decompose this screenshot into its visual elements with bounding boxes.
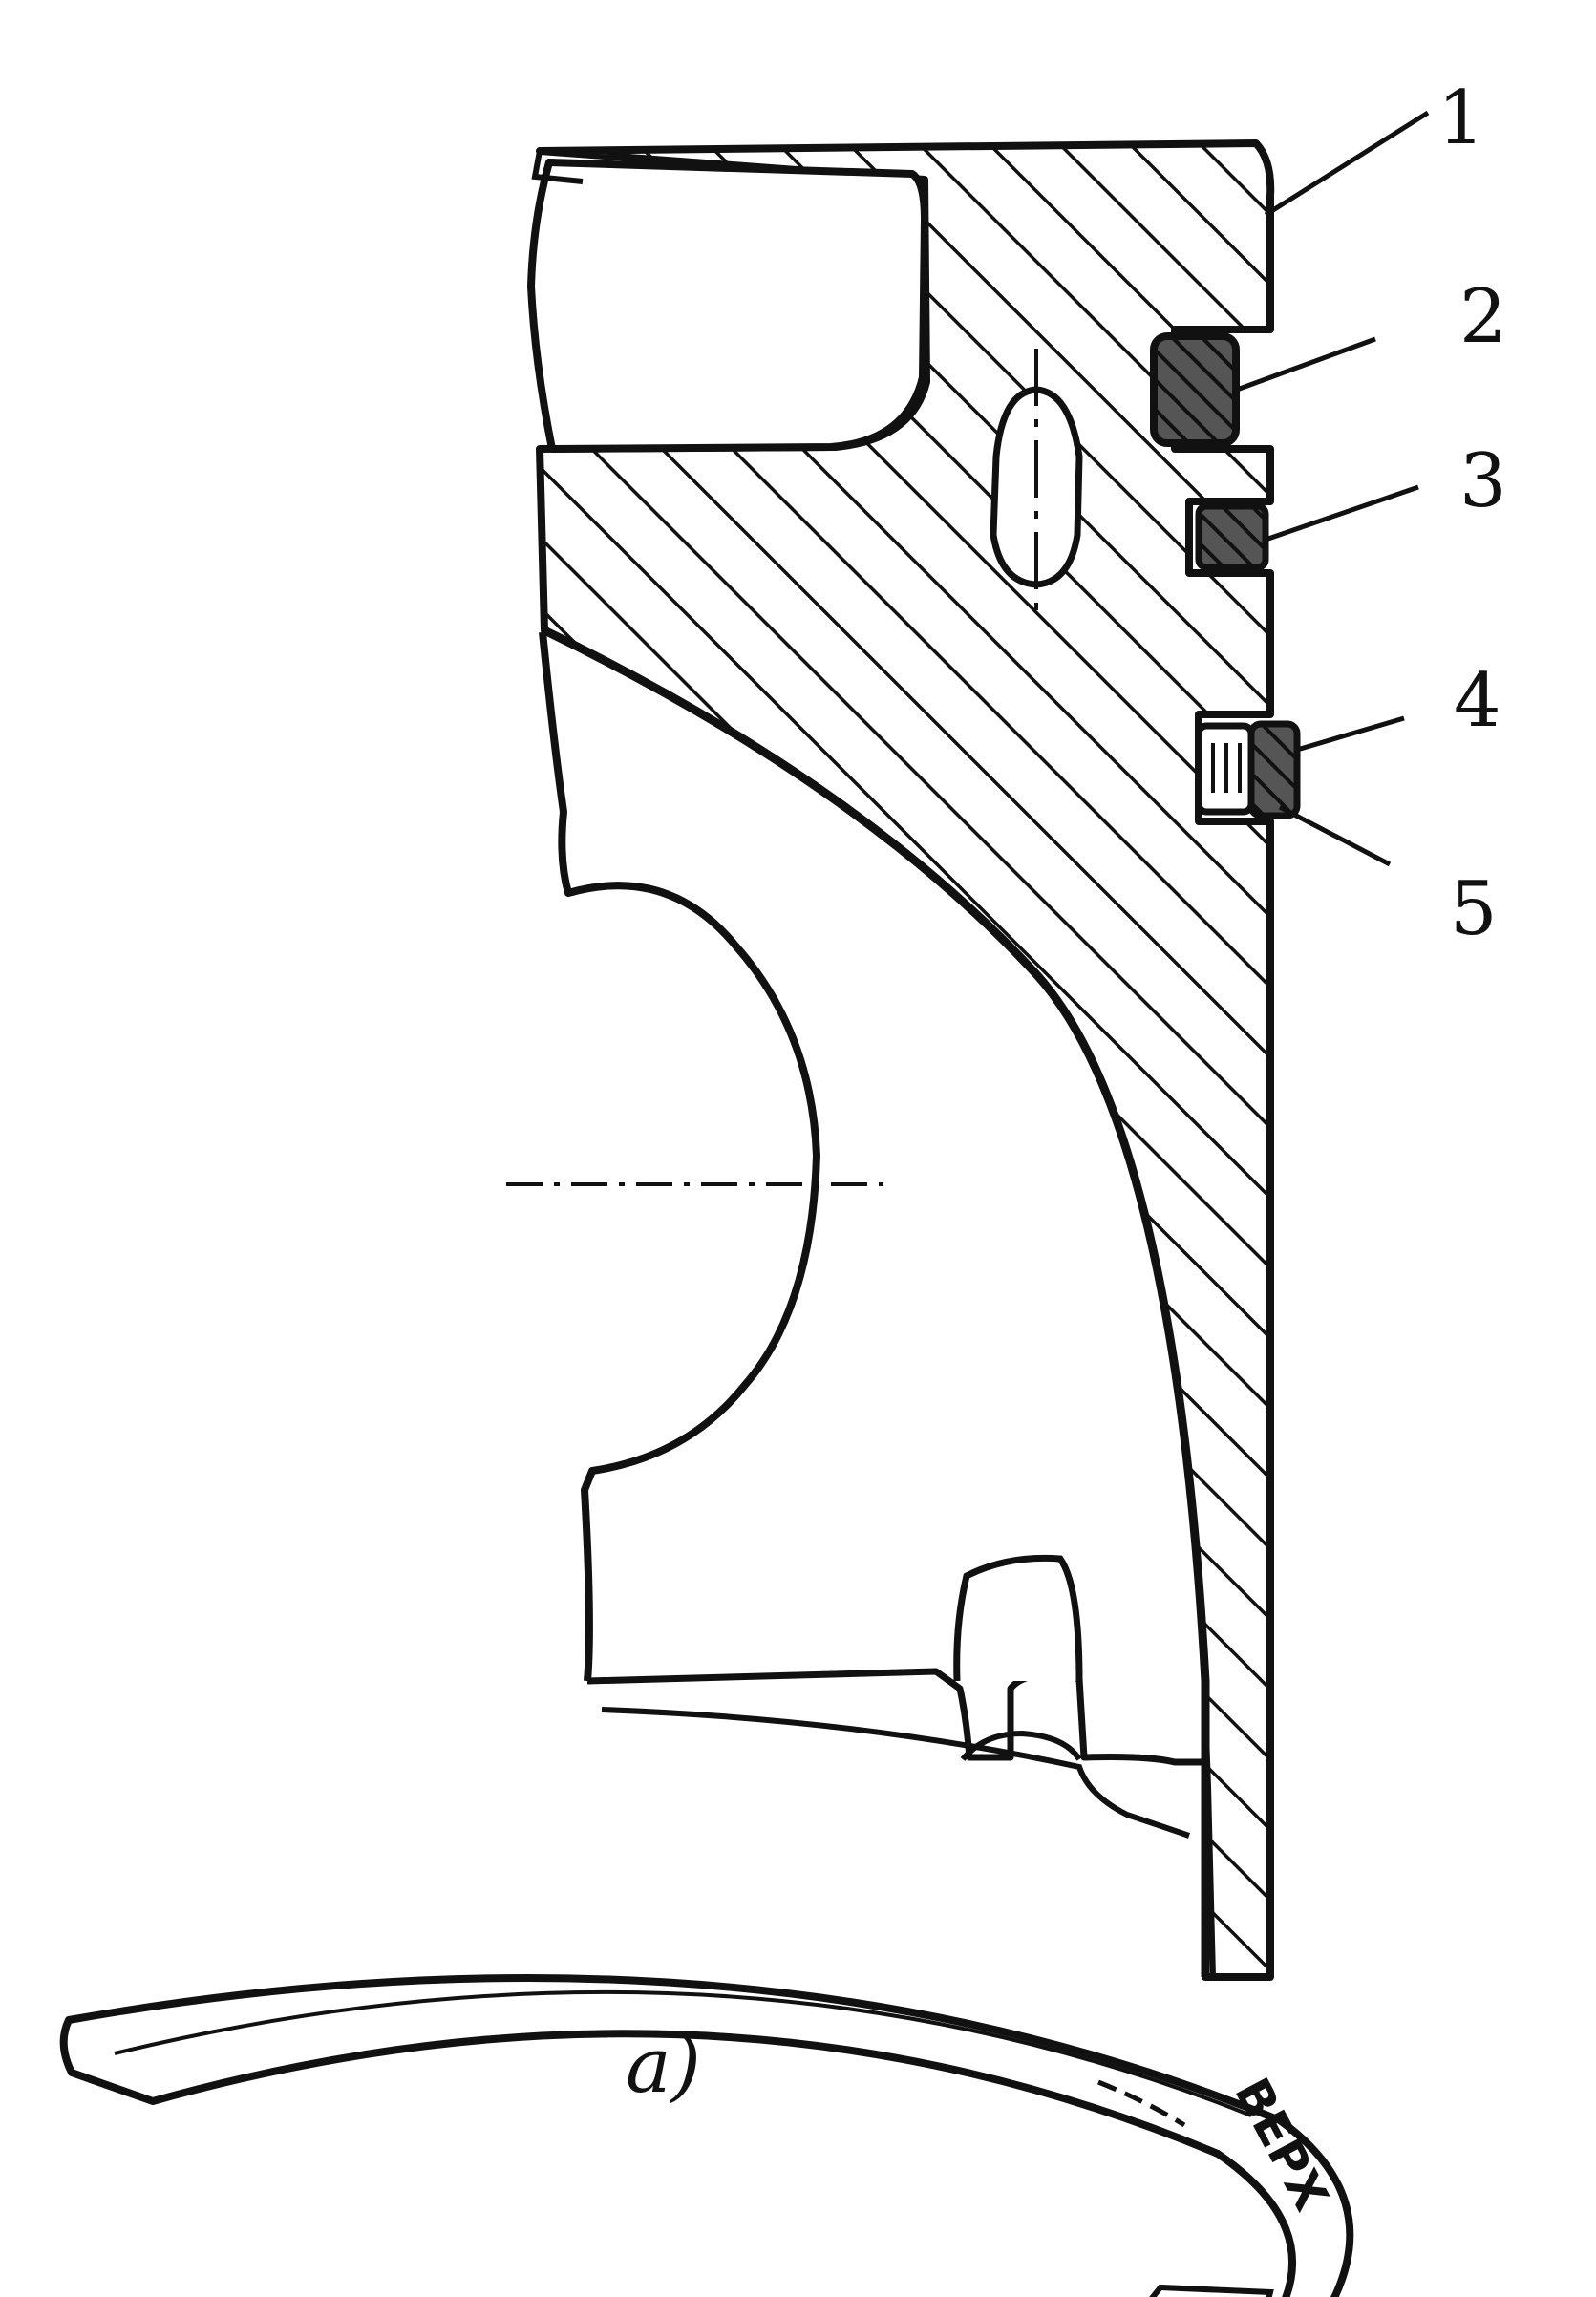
oil-ring-rails — [1247, 720, 1301, 819]
oil-ring-expander — [1195, 722, 1255, 816]
figure-caption: a) — [626, 2021, 701, 2110]
leader-5 — [1278, 804, 1392, 867]
label-2: 2 — [1459, 274, 1507, 360]
split-ring-piece: ВЕРХ — [59, 1973, 1354, 2297]
skirt-notch — [953, 1554, 1083, 1682]
skirt-lower-flare — [601, 1707, 1190, 1839]
skirt-bottom — [586, 1668, 1205, 1766]
leader-3 — [1265, 484, 1419, 542]
oil-slot — [990, 349, 1083, 621]
label-5: 5 — [1450, 866, 1498, 952]
piston-body — [536, 139, 1275, 1981]
leader-2 — [1236, 336, 1376, 393]
crown-recess-lip — [531, 150, 584, 184]
callouts: 1 2 3 4 5 — [1236, 75, 1507, 952]
piston-inner-profile — [543, 626, 1210, 1977]
crown-recess — [527, 159, 928, 453]
label-3: 3 — [1459, 438, 1507, 524]
ring-2-compression — [1195, 502, 1269, 571]
skirt-right-foot — [1202, 1709, 1216, 1978]
cavity-left-outline — [539, 631, 820, 1682]
leader-4 — [1296, 715, 1405, 753]
leader-1 — [1264, 110, 1430, 218]
ring-1-compression — [1150, 332, 1240, 447]
label-4: 4 — [1454, 658, 1501, 744]
label-1: 1 — [1437, 75, 1485, 161]
